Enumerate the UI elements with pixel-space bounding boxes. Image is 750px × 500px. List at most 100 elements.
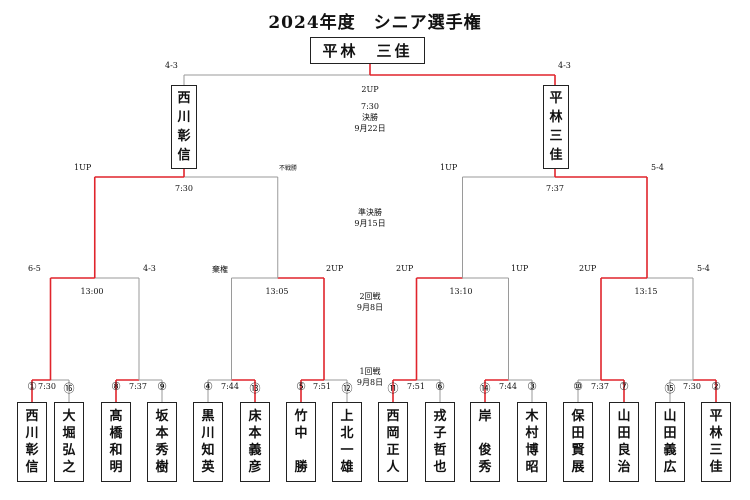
player-seed: ① xyxy=(27,380,37,393)
r2-round-info: 2回戦 9月8日 xyxy=(357,291,383,313)
player-name-char: 和 xyxy=(109,443,123,458)
player-box: 竹中 勝 xyxy=(286,402,316,482)
player-name-char xyxy=(294,444,307,457)
finalist-right-char: 佳 xyxy=(549,148,563,163)
player-name-char: 義 xyxy=(248,443,262,458)
semi-date: 9月15日 xyxy=(354,219,386,228)
player-name-char: 保 xyxy=(571,409,585,424)
semi-right-score-left: 1UP xyxy=(440,163,458,172)
finalist-right-char: 三 xyxy=(549,129,563,144)
semi-round: 準決勝 xyxy=(358,208,382,217)
player-name-char: 秀 xyxy=(155,443,169,458)
player-name-char: 髙 xyxy=(109,409,123,424)
player-box: 岸 俊秀 xyxy=(470,402,500,482)
player-name-char: 北 xyxy=(340,426,354,441)
player-name-char: 大 xyxy=(62,409,76,424)
r2-m2-time: 13:05 xyxy=(265,287,289,296)
player-name-char: 山 xyxy=(617,409,631,424)
finalist-right-char: 平 xyxy=(549,91,563,106)
player-name-char: 木 xyxy=(525,409,539,424)
player-seed: ② xyxy=(711,380,721,393)
player-name-char: 昭 xyxy=(525,460,539,475)
player-name-char: 信 xyxy=(25,460,39,475)
player-seed: ⑯ xyxy=(63,382,75,395)
semi-right-time: 7:37 xyxy=(546,184,564,193)
player-name-char: 良 xyxy=(617,443,631,458)
player-seed: ⑩ xyxy=(573,380,583,393)
player-name-char: 山 xyxy=(663,409,677,424)
player-seed: ⑤ xyxy=(296,380,306,393)
player-box: 平林三佳 xyxy=(701,402,731,482)
player-name-char: 上 xyxy=(340,409,354,424)
r2-m1-score-right: 4-3 xyxy=(143,264,156,273)
player-name-char: 三 xyxy=(709,443,723,458)
r2-m3-time: 13:10 xyxy=(449,287,473,296)
final-date: 9月22日 xyxy=(354,124,386,133)
r2-m1-score-left: 6-5 xyxy=(28,264,41,273)
player-name-char: 西 xyxy=(25,409,39,424)
semi-right-score-right: 5-4 xyxy=(651,163,664,172)
player-name-char: 秀 xyxy=(478,460,492,475)
finalist-right-box: 平 林 三 佳 xyxy=(543,85,569,169)
r2-date: 9月8日 xyxy=(356,303,384,312)
player-name-char xyxy=(478,427,491,440)
champion-box: 平林 三佳 xyxy=(310,37,425,64)
semi-left-score-right: 不戦勝 xyxy=(279,165,298,172)
semi-round-info: 準決勝 9月15日 xyxy=(354,207,385,229)
player-box: 坂本秀樹 xyxy=(147,402,177,482)
player-name-char: 村 xyxy=(525,426,539,441)
player-name-char: 岡 xyxy=(386,426,400,441)
player-name-char: 賢 xyxy=(571,443,585,458)
finalist-right-char: 林 xyxy=(549,110,563,125)
final-right-score: 4-3 xyxy=(558,61,571,70)
finalist-left-char: 川 xyxy=(177,110,191,125)
r1-time: 7:37 xyxy=(129,382,147,391)
player-name-char: 川 xyxy=(25,426,39,441)
player-name-char: 中 xyxy=(294,426,308,441)
player-name-char: 平 xyxy=(709,409,723,424)
player-name-char: 治 xyxy=(617,460,631,475)
player-name-char: 明 xyxy=(109,460,123,475)
r1-time: 7:37 xyxy=(591,382,609,391)
player-box: 山田義広 xyxy=(655,402,685,482)
player-seed: ④ xyxy=(203,380,213,393)
player-name-char: 佳 xyxy=(709,460,723,475)
player-seed: ⑭ xyxy=(479,382,491,395)
r1-date: 9月8日 xyxy=(356,378,384,387)
player-name-char: 川 xyxy=(201,426,215,441)
player-name-char: 岸 xyxy=(478,409,492,424)
player-name-char: 雄 xyxy=(340,460,354,475)
final-left-score: 4-3 xyxy=(165,61,178,70)
r1-time: 7:30 xyxy=(683,382,701,391)
r2-m4-time: 13:15 xyxy=(634,287,658,296)
player-seed: ⑧ xyxy=(111,380,121,393)
r2-m1-time: 13:00 xyxy=(80,287,104,296)
player-seed: ⑮ xyxy=(664,382,676,395)
r2-m2-score-left: 棄権 xyxy=(212,265,228,274)
r1-round: 1回戦 xyxy=(359,367,381,376)
player-name-char: 英 xyxy=(201,460,215,475)
player-name-char: 床 xyxy=(248,409,262,424)
player-name-char: 坂 xyxy=(155,409,169,424)
player-box: 大堀弘之 xyxy=(54,402,84,482)
r1-time: 7:51 xyxy=(407,382,425,391)
semi-left-time: 7:30 xyxy=(175,184,193,193)
finalist-left-char: 彰 xyxy=(177,129,191,144)
player-name-char: 林 xyxy=(709,426,723,441)
player-box: 上北一雄 xyxy=(332,402,362,482)
player-name-char: 戎 xyxy=(433,409,447,424)
r2-m3-score-left: 2UP xyxy=(396,264,414,273)
player-name-char: 一 xyxy=(340,443,354,458)
semi-left-score-left: 1UP xyxy=(74,163,92,172)
player-name-char: 弘 xyxy=(62,443,76,458)
player-box: 戎子哲也 xyxy=(425,402,455,482)
player-box: 保田賢展 xyxy=(563,402,593,482)
r1-time: 7:44 xyxy=(499,382,517,391)
r1-round-info: 1回戦 9月8日 xyxy=(357,366,383,388)
player-name-char: 田 xyxy=(571,426,585,441)
player-name-char: 正 xyxy=(386,443,400,458)
final-round: 決勝 xyxy=(362,113,378,122)
player-name-char: 田 xyxy=(617,426,631,441)
